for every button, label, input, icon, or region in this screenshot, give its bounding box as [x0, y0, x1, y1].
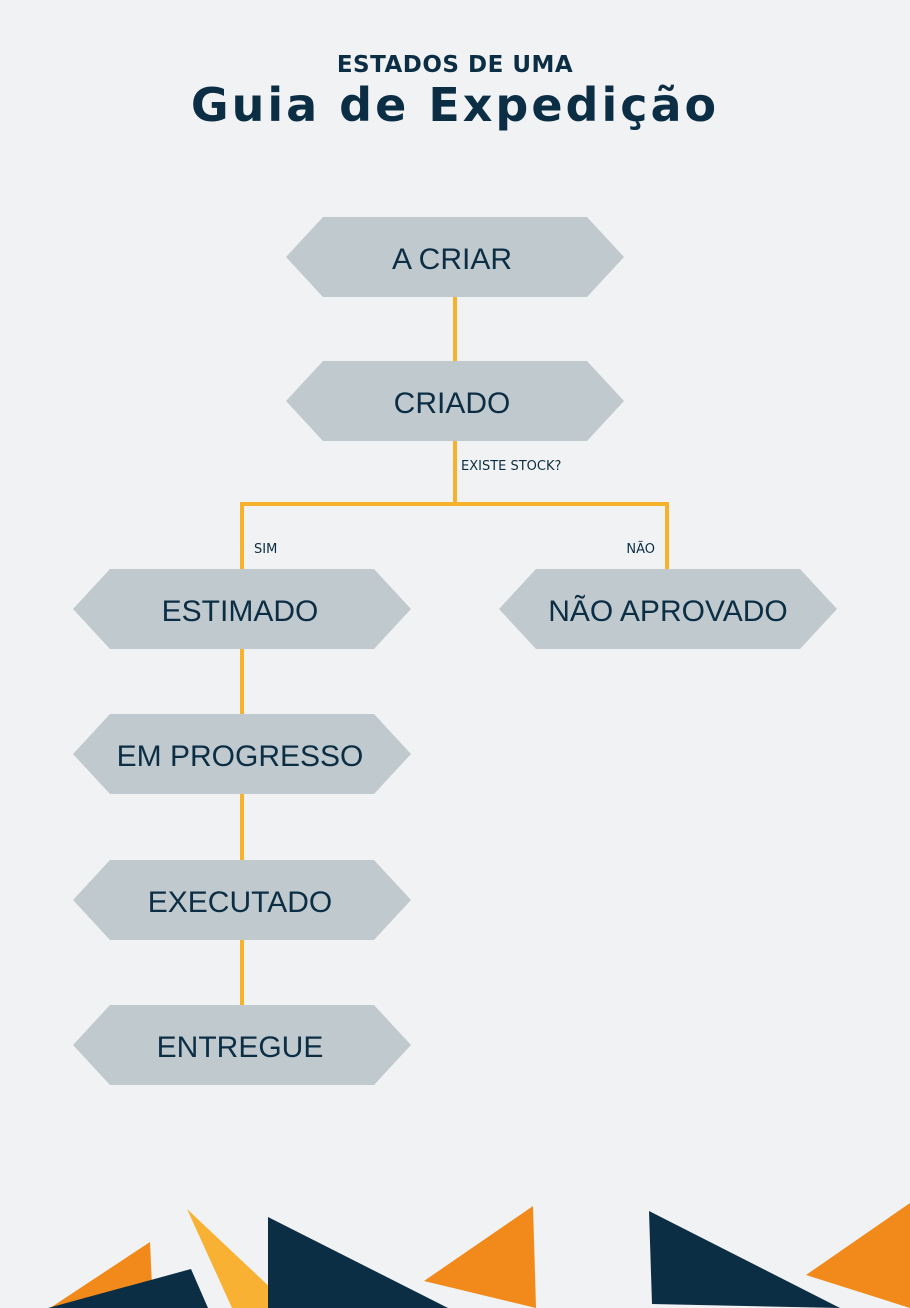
decorative-triangles [48, 1203, 910, 1308]
subtitle: ESTADOS DE UMA [336, 52, 574, 78]
state-node-nao-aprovado: NÃO APROVADO [499, 569, 837, 649]
decor-triangle-orange-2 [424, 1206, 536, 1308]
connector-branch [240, 502, 669, 570]
decor-triangle-navy-2 [268, 1217, 448, 1308]
state-label-em-progresso: EM PROGRESSO [117, 740, 364, 773]
state-label-entregue: ENTREGUE [157, 1031, 324, 1064]
state-node-executado: EXECUTADO [73, 860, 411, 940]
decor-triangle-yellow [187, 1209, 292, 1308]
state-label-nao-aprovado: NÃO APROVADO [548, 594, 788, 628]
state-node-entregue: ENTREGUE [73, 1005, 411, 1085]
decor-triangle-orange-3 [806, 1203, 910, 1308]
state-label-criado: CRIADO [394, 387, 511, 420]
state-node-em-progresso: EM PROGRESSO [73, 714, 411, 794]
state-label-estimado: ESTIMADO [162, 595, 319, 628]
state-label-a-criar: A CRIAR [392, 243, 512, 276]
decision-question: EXISTE STOCK? [461, 459, 561, 474]
state-node-a-criar: A CRIAR [286, 217, 624, 297]
decor-triangle-navy-3 [649, 1211, 840, 1308]
branch-label-no: NÃO [626, 541, 655, 557]
connectors [240, 296, 669, 1006]
state-label-executado: EXECUTADO [148, 886, 332, 919]
state-node-estimado: ESTIMADO [73, 569, 411, 649]
state-node-criado: CRIADO [286, 361, 624, 441]
branch-label-yes: SIM [254, 542, 277, 557]
page-title: Guia de Expedição [190, 78, 720, 132]
decor-triangle-navy-1 [48, 1269, 208, 1308]
